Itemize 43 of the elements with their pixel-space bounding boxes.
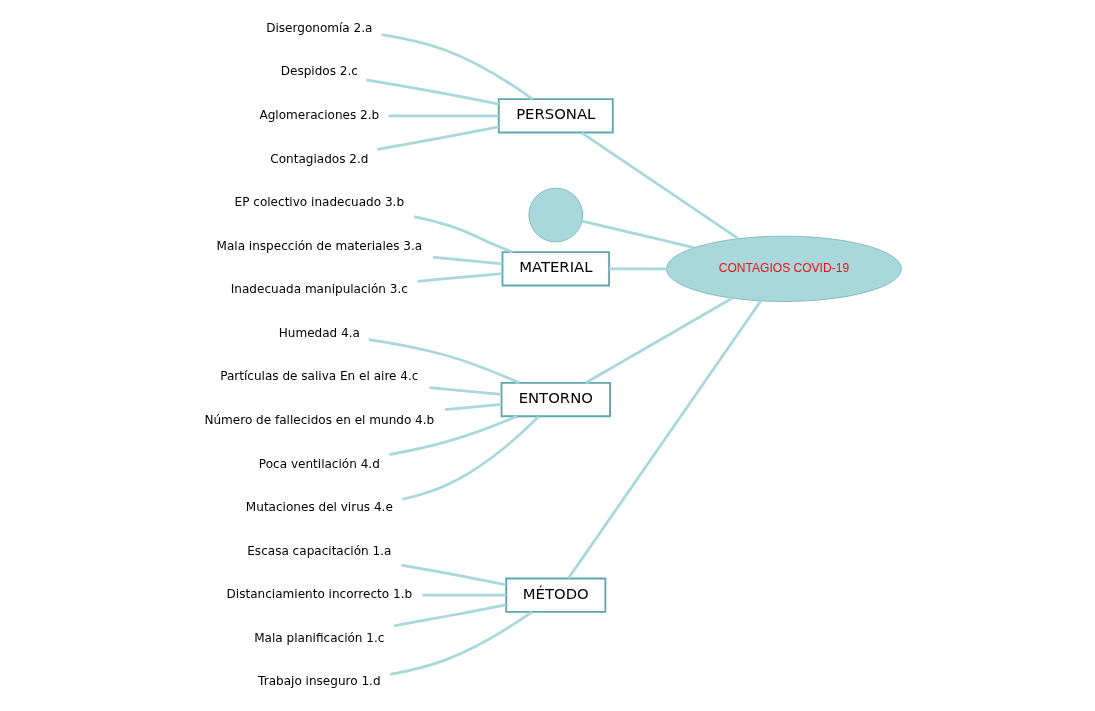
connector — [413, 215, 514, 254]
node-text: EP colectivo inadecuado 3.b — [234, 195, 405, 210]
node-text: Poca ventilación 4.d — [258, 456, 380, 471]
connector — [388, 114, 499, 118]
connector — [567, 300, 762, 579]
node-text: Mala planificación 1.c — [254, 630, 385, 645]
connector — [402, 415, 540, 501]
connector — [377, 125, 499, 151]
node-text: Inadecuada manipulación 3.c — [230, 282, 408, 297]
node-text: Trabajo inseguro 1.d — [258, 674, 381, 689]
connector — [585, 297, 733, 384]
connector — [422, 593, 506, 597]
connector — [445, 403, 502, 411]
connector — [581, 131, 739, 240]
connector — [389, 610, 533, 676]
connector — [366, 78, 499, 106]
connector — [429, 386, 502, 396]
connector — [432, 255, 503, 266]
connector — [401, 563, 507, 587]
node-text: Escasa capacitación 1.a — [247, 543, 392, 558]
node-text: Contagiados 2.d — [270, 151, 369, 166]
node-box: MATERIAL — [501, 251, 610, 287]
connector — [393, 603, 507, 628]
node-text: Aglomeraciones 2.b — [259, 107, 380, 122]
connector — [389, 415, 518, 456]
connector — [581, 219, 695, 250]
connector — [609, 267, 667, 271]
node-text: Mala inspección de materiales 3.a — [216, 238, 423, 253]
node-text: Partículas de saliva En el aire 4.c — [220, 369, 419, 384]
node-box: ENTORNO — [500, 381, 611, 418]
node-text: Despidos 2.c — [280, 64, 358, 79]
node-text: Disergonomía 2.a — [266, 20, 373, 35]
node-box: MÉTODO — [505, 577, 607, 613]
connector — [368, 338, 520, 385]
node-text: Humedad 4.a — [278, 325, 360, 340]
node-text: Mutaciones del virus 4.e — [245, 500, 393, 515]
node-box: PERSONAL — [497, 98, 614, 134]
node-text: Número de fallecidos en el mundo 4.b — [204, 413, 435, 428]
connector — [417, 272, 503, 283]
node-ellipse: CONTAGIOS COVID-19 — [666, 235, 902, 302]
connector — [381, 33, 534, 101]
node-crescent — [528, 187, 584, 243]
node-text: Distanciamiento incorrecto 1.b — [226, 587, 413, 602]
